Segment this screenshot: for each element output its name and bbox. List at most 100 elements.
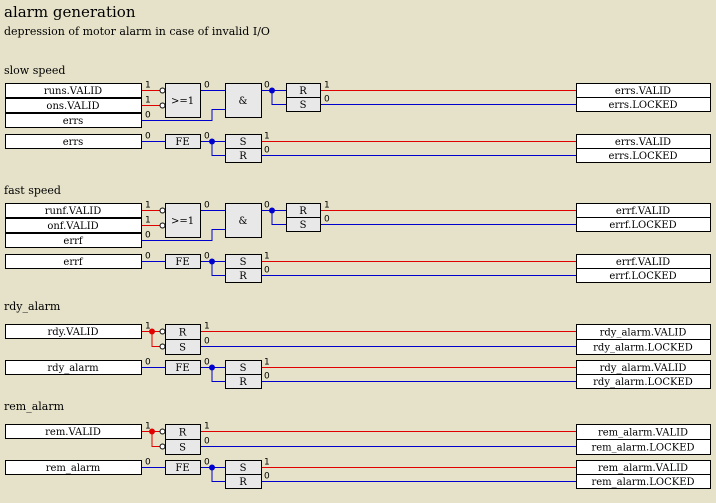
input-variable[interactable]: [5, 134, 142, 149]
pin-value: 1: [324, 201, 330, 211]
pin-value: 1: [324, 81, 330, 91]
output-variable-label: errf.VALID: [616, 206, 670, 217]
pin-value: 0: [145, 252, 151, 262]
falling-edge-block: [165, 254, 201, 269]
flipflop-reset-pin: [225, 268, 262, 283]
input-variable[interactable]: [5, 233, 142, 248]
input-variable[interactable]: [5, 360, 142, 375]
flipflop-set-pin-label: S: [300, 220, 307, 231]
page-title: alarm generation: [4, 3, 136, 21]
input-variable[interactable]: [5, 113, 142, 128]
pin-value: 1: [264, 458, 270, 468]
input-variable-label: errf: [63, 257, 83, 268]
pin-value: 0: [145, 458, 151, 468]
output-variable[interactable]: [576, 439, 711, 455]
falling-edge-block-label: FE: [175, 363, 189, 374]
pin-value: 1: [264, 358, 270, 368]
flipflop-set-pin: [286, 97, 321, 112]
pin-value: 1: [264, 252, 270, 262]
pin-value: 0: [264, 146, 270, 156]
negation-circle: [159, 428, 166, 435]
flipflop-reset-pin: [225, 374, 262, 389]
page-subtitle: depression of motor alarm in case of inv…: [4, 25, 270, 38]
pin-value: 0: [264, 372, 270, 382]
flipflop-set-pin-label: S: [240, 257, 247, 268]
pin-value: 1: [145, 81, 151, 91]
input-variable[interactable]: [5, 324, 142, 339]
pin-value: 0: [145, 132, 151, 142]
pin-value: 1: [145, 322, 151, 332]
output-variable-label: errs.VALID: [615, 137, 671, 148]
pin-value: 0: [264, 266, 270, 276]
pin-value: 1: [145, 201, 151, 211]
signal-wire: [271, 90, 286, 105]
output-variable-label: errs.LOCKED: [608, 100, 677, 111]
pin-value: 0: [145, 358, 151, 368]
signal-wire: [211, 141, 225, 156]
input-variable-label: errs: [63, 137, 84, 148]
flipflop-set-pin-label: S: [179, 343, 186, 354]
and-gate-label: &: [239, 96, 248, 107]
flipflop-set-pin-label: S: [240, 137, 247, 148]
output-variable-label: rem_alarm.LOCKED: [591, 443, 694, 454]
input-variable-label: runs.VALID: [44, 86, 102, 97]
output-variable[interactable]: [576, 97, 711, 112]
output-variable-label: errf.VALID: [616, 257, 670, 268]
input-variable-label: ons.VALID: [46, 101, 99, 112]
output-variable-label: errf.LOCKED: [609, 220, 676, 231]
negation-circle: [159, 102, 166, 109]
input-variable[interactable]: [5, 218, 142, 233]
flipflop-reset-pin-label: R: [179, 328, 187, 339]
pin-value: 0: [204, 81, 210, 91]
input-variable-label: errs: [63, 116, 84, 127]
flipflop-reset-pin-label: R: [239, 151, 247, 162]
negation-circle: [159, 343, 166, 350]
flipflop-reset-pin-label: R: [239, 271, 247, 282]
or-gate-label: >=1: [171, 216, 194, 227]
output-variable[interactable]: [576, 217, 711, 232]
flipflop-reset-pin: [225, 148, 262, 163]
output-variable[interactable]: [576, 148, 711, 163]
output-variable[interactable]: [576, 339, 711, 355]
or-gate: [165, 83, 201, 118]
input-variable[interactable]: [5, 83, 142, 98]
output-variable[interactable]: [576, 474, 711, 489]
input-variable-label: rem.VALID: [45, 427, 101, 438]
input-variable[interactable]: [5, 98, 142, 113]
output-variable-label: rdy_alarm.VALID: [600, 328, 687, 339]
input-variable[interactable]: [5, 254, 142, 269]
signal-wire: [151, 331, 160, 347]
input-variable[interactable]: [5, 203, 142, 218]
input-variable-label: rdy_alarm: [47, 363, 99, 374]
pin-value: 0: [204, 437, 210, 447]
input-variable[interactable]: [5, 460, 142, 475]
flipflop-set-pin: [286, 217, 321, 232]
flipflop-set-pin-label: S: [179, 443, 186, 454]
section-label: rem_alarm: [4, 400, 65, 413]
and-gate: [225, 203, 262, 238]
output-variable[interactable]: [576, 374, 711, 389]
output-variable[interactable]: [576, 268, 711, 283]
falling-edge-block: [165, 460, 201, 475]
output-variable-label: errs.VALID: [615, 86, 671, 97]
signal-wire: [142, 109, 225, 121]
or-gate: [165, 203, 201, 238]
flipflop-reset-pin-label: R: [299, 206, 307, 217]
signal-wire: [211, 467, 225, 482]
input-variable[interactable]: [5, 424, 142, 439]
input-variable-label: onf.VALID: [47, 221, 98, 232]
pin-value: 1: [204, 322, 210, 332]
pin-value: 0: [204, 201, 210, 211]
flipflop-reset-pin-label: R: [239, 377, 247, 388]
flipflop-set-pin-label: S: [240, 463, 247, 474]
signal-wire: [151, 431, 160, 447]
section-label: slow speed: [4, 64, 66, 77]
pin-value: 0: [204, 337, 210, 347]
negation-circle: [159, 222, 166, 229]
output-variable-label: errs.LOCKED: [608, 151, 677, 162]
pin-value: 0: [204, 458, 210, 468]
output-variable-label: rdy_alarm.VALID: [600, 363, 687, 374]
output-variable-label: errf.LOCKED: [609, 271, 676, 282]
output-variable-label: rem_alarm.VALID: [598, 463, 688, 474]
